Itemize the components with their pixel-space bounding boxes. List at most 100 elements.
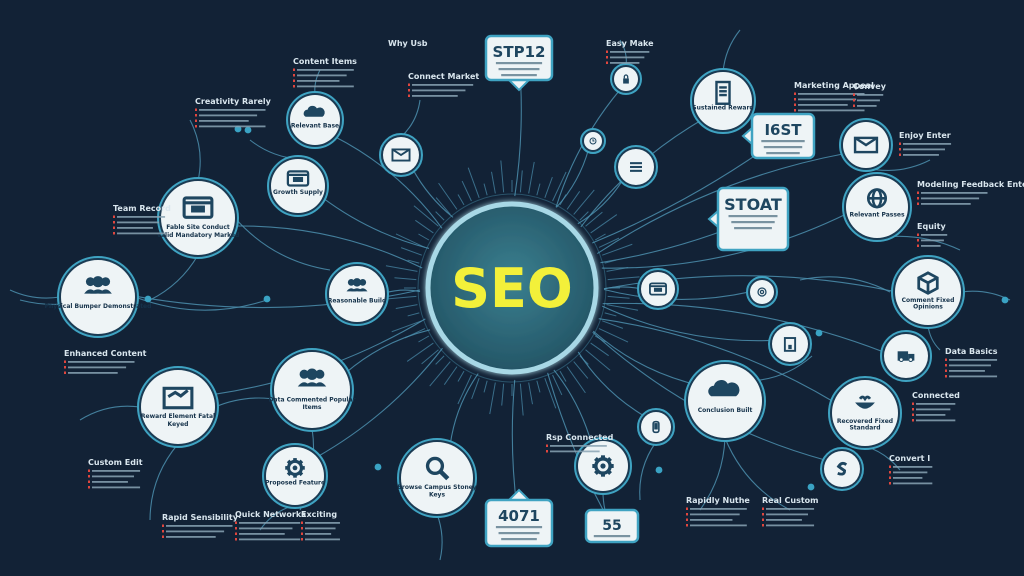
caption-text-line: [305, 538, 340, 541]
gear-icon: [592, 455, 614, 477]
hub-ray: [489, 382, 496, 415]
hub-ray: [607, 276, 640, 281]
box-text-line: [593, 535, 631, 538]
hub-ray: [552, 374, 563, 396]
caption-bullet: [917, 197, 919, 200]
caption-bullet: [235, 538, 237, 541]
caption-title: Connect Market: [408, 72, 479, 81]
caption-bullet: [235, 521, 237, 524]
caption-text-line: [690, 508, 747, 510]
connector-line: [577, 179, 624, 225]
hub-ray: [429, 361, 451, 387]
connector-line: [577, 351, 646, 418]
caption-title: Enhanced Content: [64, 349, 147, 358]
truck-icon: [897, 351, 915, 363]
hub-ray: [598, 237, 620, 248]
caption-bullet: [301, 527, 303, 530]
node-label: Growth Supply: [273, 189, 323, 196]
caption-text-line: [916, 419, 956, 422]
hub-ray: [594, 233, 606, 241]
hub-ray: [602, 243, 633, 256]
hub-ray: [418, 335, 430, 343]
caption-cap-connected: Connected: [912, 391, 960, 422]
caption-cap-rsp: Rsp Connected: [546, 433, 614, 453]
node-snake-r: [820, 447, 864, 491]
caption-text-line: [239, 538, 301, 541]
bowl-icon: [855, 395, 875, 409]
caption-bullet: [912, 419, 914, 422]
caption-text-line: [199, 125, 266, 128]
caption-text-line: [857, 94, 884, 96]
caption-cap-marketing: Marketing Appeal: [794, 81, 874, 112]
branch-line: [436, 513, 443, 561]
caption-bullet: [853, 93, 855, 96]
caption-text-line: [798, 93, 865, 95]
connector-line: [345, 329, 431, 374]
node-label: Relevant Passes: [849, 211, 905, 218]
node-doc-r: Sustained Reward: [690, 68, 756, 134]
caption-text-line: [297, 80, 340, 82]
caption-text-line: [199, 114, 258, 117]
caption-title: Content Items: [293, 57, 357, 66]
hub-ray: [536, 183, 541, 196]
connector-line: [412, 168, 454, 218]
connector-line: [449, 373, 479, 445]
caption-bullet: [899, 148, 901, 151]
hub-ray: [528, 161, 535, 194]
caption-text-line: [766, 513, 808, 516]
node-truck-r: [880, 330, 932, 382]
hub-ray: [491, 171, 496, 194]
node-phone-r: [637, 408, 675, 446]
caption-title: Real Custom: [762, 496, 819, 505]
caption-text-line: [117, 216, 166, 218]
caption-cap-rapid: Rapid Sensibility: [162, 513, 239, 538]
box-text-line: [766, 152, 800, 155]
caption-bullet: [899, 142, 901, 145]
chart-icon: [162, 386, 194, 410]
caption-text-line: [766, 519, 802, 521]
junction-dot: [815, 329, 823, 337]
hub-ray: [519, 383, 524, 416]
caption-bullet: [64, 371, 66, 374]
caption-cap-enhanced: Enhanced Content: [64, 349, 147, 374]
caption-cap-convey: Convey: [853, 82, 887, 107]
caption-text-line: [857, 99, 880, 102]
hub-ray: [394, 277, 417, 281]
hub-ray: [400, 247, 422, 256]
caption-bullet: [195, 125, 197, 128]
box-text-line: [761, 140, 805, 143]
globe-icon: [866, 188, 888, 209]
caption-cap-equity: Equity: [917, 222, 948, 247]
caption-bullet: [794, 92, 796, 95]
caption-bullet: [794, 109, 796, 112]
node-mail-a: [379, 133, 423, 177]
node-mail-r: [839, 118, 893, 172]
caption-text-line: [690, 524, 747, 527]
connector-line: [598, 318, 835, 403]
caption-title: Rapid Sensibility: [162, 513, 239, 522]
box-text-line: [498, 532, 540, 535]
caption-text-line: [166, 530, 225, 533]
caption-cap-rapid-note: Rapidly Nuthe: [686, 496, 750, 527]
hub-ray: [395, 304, 418, 309]
connector-line: [602, 302, 885, 353]
branch-line: [400, 99, 421, 138]
node-label: Sustained Reward: [692, 105, 753, 112]
box-text-line: [728, 215, 778, 218]
caption-bullet: [945, 364, 947, 367]
caption-text-line: [857, 105, 877, 107]
mail-icon: [853, 136, 879, 154]
caption-text-line: [949, 375, 998, 378]
caption-text-line: [297, 69, 354, 71]
caption-cap-exciting: Exciting: [301, 510, 340, 541]
caption-text-line: [412, 89, 466, 92]
branch-line: [699, 437, 726, 511]
caption-bullet: [889, 465, 891, 468]
caption-text-line: [921, 203, 971, 205]
caption-cap-creativity: Creativity Rarely: [195, 97, 272, 128]
caption-text-line: [949, 364, 991, 367]
caption-bullet: [899, 153, 901, 156]
hub-ray: [391, 320, 422, 333]
caption-text-line: [766, 524, 815, 527]
caption-title: Custom Edit: [88, 458, 143, 467]
